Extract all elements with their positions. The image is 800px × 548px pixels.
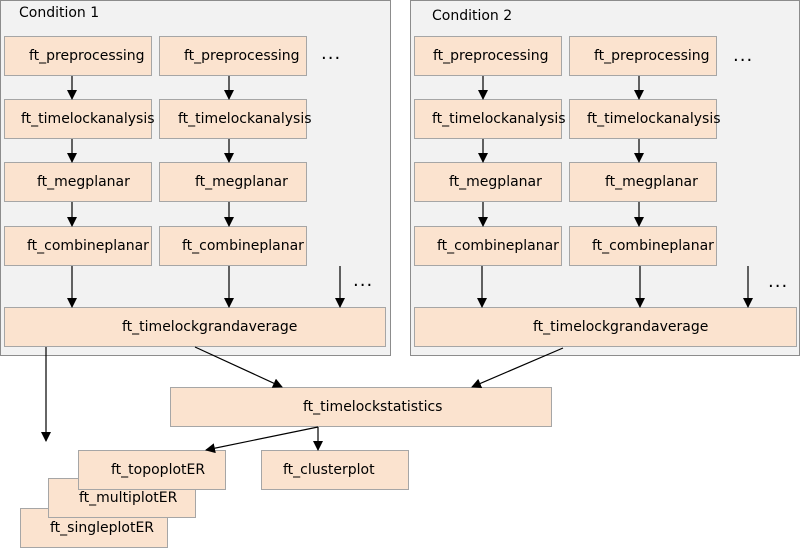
c1-col1-preprocessing: ft_preprocessing [4, 36, 152, 76]
c1-ellipsis-bottom: ... [353, 270, 374, 291]
c2-ellipsis-top: ... [733, 45, 754, 66]
c1-ellipsis-top: ... [321, 43, 342, 64]
c2-col1-timelockanalysis: ft_timelockanalysis [414, 99, 566, 139]
c2-ellipsis-bottom: ... [768, 271, 789, 292]
c1-col2-combineplanar: ft_combineplanar [159, 226, 307, 266]
c2-col1-preprocessing: ft_preprocessing [414, 36, 562, 76]
c1-col1-combineplanar: ft_combineplanar [4, 226, 152, 266]
c1-col2-preprocessing: ft_preprocessing [159, 36, 307, 76]
c1-grandaverage: ft_timelockgrandaverage [4, 307, 386, 347]
c1-col2-megplanar: ft_megplanar [159, 162, 307, 202]
c1-col1-timelockanalysis: ft_timelockanalysis [4, 99, 155, 139]
c1-col2-timelockanalysis: ft_timelockanalysis [159, 99, 312, 139]
clusterplot-node: ft_clusterplot [261, 450, 409, 490]
topoplot-node: ft_topoplotER [78, 450, 226, 490]
condition-2-title: Condition 2 [432, 8, 513, 24]
c2-col2-timelockanalysis: ft_timelockanalysis [569, 99, 721, 139]
c2-col2-preprocessing: ft_preprocessing [569, 36, 717, 76]
c2-col1-megplanar: ft_megplanar [414, 162, 562, 202]
timelockstatistics-node: ft_timelockstatistics [170, 387, 552, 427]
c2-col2-combineplanar: ft_combineplanar [569, 226, 717, 266]
c2-col1-combineplanar: ft_combineplanar [414, 226, 562, 266]
c1-col1-megplanar: ft_megplanar [4, 162, 152, 202]
arrow [205, 426, 319, 454]
condition-1-title: Condition 1 [19, 5, 100, 21]
c2-col2-megplanar: ft_megplanar [569, 162, 717, 202]
c2-grandaverage: ft_timelockgrandaverage [414, 307, 797, 347]
